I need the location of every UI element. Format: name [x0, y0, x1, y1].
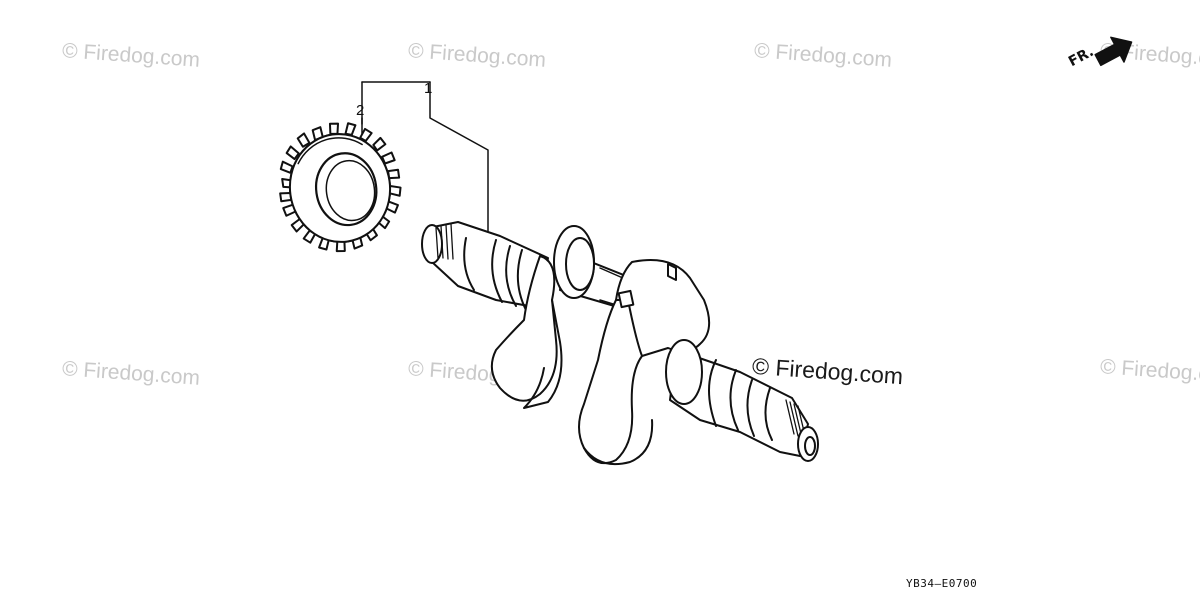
callout-leaders	[361, 81, 489, 237]
callout-part-1: 1	[424, 80, 433, 97]
callout-part-2: 2	[356, 102, 365, 119]
timing-gear	[279, 122, 402, 253]
diagram-code: YB34–E0700	[906, 577, 978, 590]
crankshaft-right-shaft	[665, 339, 819, 462]
crankshaft-right-web	[578, 259, 711, 466]
arrow-icon	[1094, 36, 1133, 67]
crankshaft-left-web	[490, 255, 563, 409]
